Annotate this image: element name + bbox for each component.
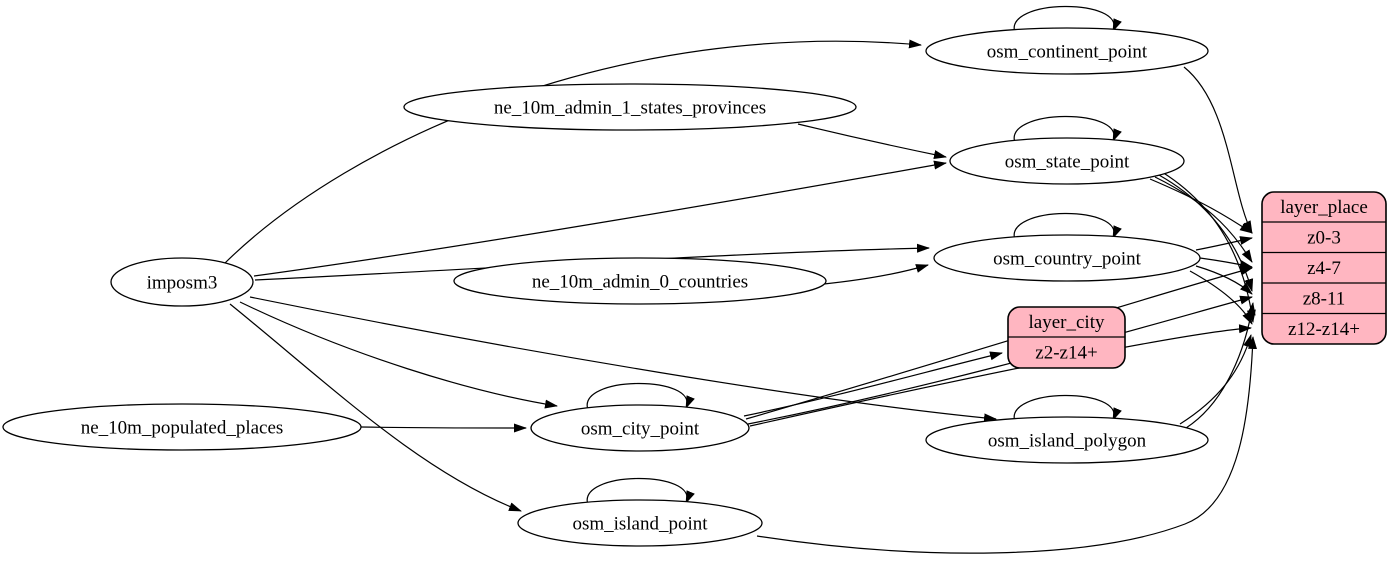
- edge-osm_island_polygon-to-layer_place:z8-11: [1185, 302, 1256, 429]
- record-layer_place: layer_place z0-3 z4-7 z8-11 z12-z14+: [1261, 191, 1387, 345]
- node-osm_island_polygon: osm_island_polygon: [925, 416, 1209, 464]
- node-label-osm_city_point: osm_city_point: [581, 419, 700, 440]
- edge-imposm3-to-osm_state_point: [253, 160, 947, 277]
- edge-osm_country_point-to-layer_place:z0-3: [1195, 236, 1253, 251]
- edge-osm_country_point-to-layer_place:z12-z14+: [1189, 270, 1253, 325]
- self-loops-layer: [586, 5, 1122, 506]
- edge-imposm3-to-osm_city_point: [239, 301, 558, 409]
- record-title-layer_city: layer_city: [1029, 312, 1105, 333]
- node-ne_10m_admin_0_countries: ne_10m_admin_0_countries: [453, 257, 827, 305]
- node-shape-ne_10m_admin_1_states_provinces: [403, 83, 857, 131]
- node-shape-osm_island_polygon: [925, 416, 1209, 464]
- node-osm_island_point: osm_island_point: [517, 499, 763, 547]
- node-osm_state_point: osm_state_point: [949, 137, 1185, 185]
- edges-layer: [224, 39, 1258, 554]
- node-imposm3: imposm3: [110, 257, 254, 307]
- node-shape-osm_continent_point: [925, 27, 1209, 75]
- node-shape-osm_state_point: [949, 137, 1185, 185]
- record-row-layer_place-z4-7: z4-7: [1307, 258, 1341, 279]
- self-loop-osm_continent_point: [1013, 5, 1122, 34]
- self-loop-osm_country_point: [1013, 212, 1122, 241]
- records-layer: layer_place z0-3 z4-7 z8-11 z12-z14+ layer_ci…: [1007, 191, 1387, 369]
- self-loop-osm_island_polygon: [1013, 394, 1122, 423]
- node-shape-imposm3: [110, 257, 254, 307]
- record-layer_city: layer_city z2-z14+: [1007, 306, 1126, 369]
- node-label-ne_10m_admin_1_states_provinces: ne_10m_admin_1_states_provinces: [494, 98, 766, 119]
- node-osm_city_point: osm_city_point: [530, 404, 750, 452]
- edge-ne_10m_admin_0_countries-to-osm_country_point: [823, 264, 929, 285]
- node-osm_continent_point: osm_continent_point: [925, 27, 1209, 75]
- node-label-osm_state_point: osm_state_point: [1005, 152, 1130, 173]
- self-loop-osm_island_point: [586, 477, 695, 506]
- edge-osm_state_point-to-layer_place:z8-11: [1158, 174, 1254, 292]
- node-label-ne_10m_admin_0_countries: ne_10m_admin_0_countries: [532, 272, 748, 293]
- edge-osm_city_point-to-layer_city:z2-z14+: [743, 351, 1003, 417]
- node-osm_country_point: osm_country_point: [933, 234, 1201, 282]
- node-shape-ne_10m_populated_places: [2, 403, 362, 451]
- edge-imposm3-to-osm_island_point: [229, 303, 522, 512]
- node-label-osm_island_polygon: osm_island_polygon: [988, 431, 1147, 452]
- edge-osm_country_point-to-layer_place:z4-7: [1199, 257, 1253, 269]
- edge-osm_state_point-to-layer_place:z4-7: [1154, 176, 1253, 263]
- node-ne_10m_populated_places: ne_10m_populated_places: [2, 403, 362, 451]
- self-loop-osm_state_point: [1013, 115, 1122, 144]
- node-shape-ne_10m_admin_0_countries: [453, 257, 827, 305]
- self-loop-osm_city_point: [586, 382, 695, 411]
- node-label-ne_10m_populated_places: ne_10m_populated_places: [81, 418, 284, 439]
- node-shape-osm_island_point: [517, 499, 763, 547]
- edge-osm_island_point-to-layer_place:z12-z14+: [756, 336, 1258, 554]
- edge-osm_city_point-to-layer_place:z4-7: [745, 266, 1253, 420]
- record-row-layer_city-z2-z14+: z2-z14+: [1035, 343, 1097, 364]
- node-label-osm_island_point: osm_island_point: [572, 514, 708, 535]
- node-ne_10m_admin_1_states_provinces: ne_10m_admin_1_states_provinces: [403, 83, 857, 131]
- node-shape-osm_country_point: [933, 234, 1201, 282]
- record-row-layer_place-z0-3: z0-3: [1307, 227, 1341, 248]
- record-row-layer_place-z8-11: z8-11: [1303, 288, 1346, 309]
- record-title-layer_place: layer_place: [1280, 197, 1368, 218]
- edge-imposm3-to-osm_island_polygon: [249, 296, 997, 423]
- node-label-osm_country_point: osm_country_point: [993, 249, 1141, 270]
- edge-osm_state_point-to-layer_place:z0-3: [1149, 178, 1253, 234]
- edge-osm_continent_point-to-layer_place:z0-3: [1183, 66, 1253, 234]
- record-box-layer_place: [1261, 191, 1387, 345]
- record-row-layer_place-z12-z14+: z12-z14+: [1288, 319, 1360, 340]
- node-label-osm_continent_point: osm_continent_point: [987, 42, 1148, 63]
- edge-osm_island_polygon-to-layer_place:z12-z14+: [1179, 334, 1252, 425]
- edge-ne_10m_admin_1_states_provinces-to-osm_state_point: [797, 123, 947, 160]
- edge-ne_10m_populated_places-to-osm_city_point: [360, 423, 527, 433]
- edge-imposm3-to-osm_continent_point: [224, 39, 922, 264]
- node-label-imposm3: imposm3: [147, 273, 218, 294]
- edge-osm_country_point-to-layer_place:z8-11: [1195, 265, 1253, 295]
- nodes-layer: imposm3 ne_10m_admin_1_states_provincesne…: [2, 27, 1209, 547]
- edge-osm_city_point-to-layer_place:z8-11: [747, 295, 1253, 425]
- node-shape-osm_city_point: [530, 404, 750, 452]
